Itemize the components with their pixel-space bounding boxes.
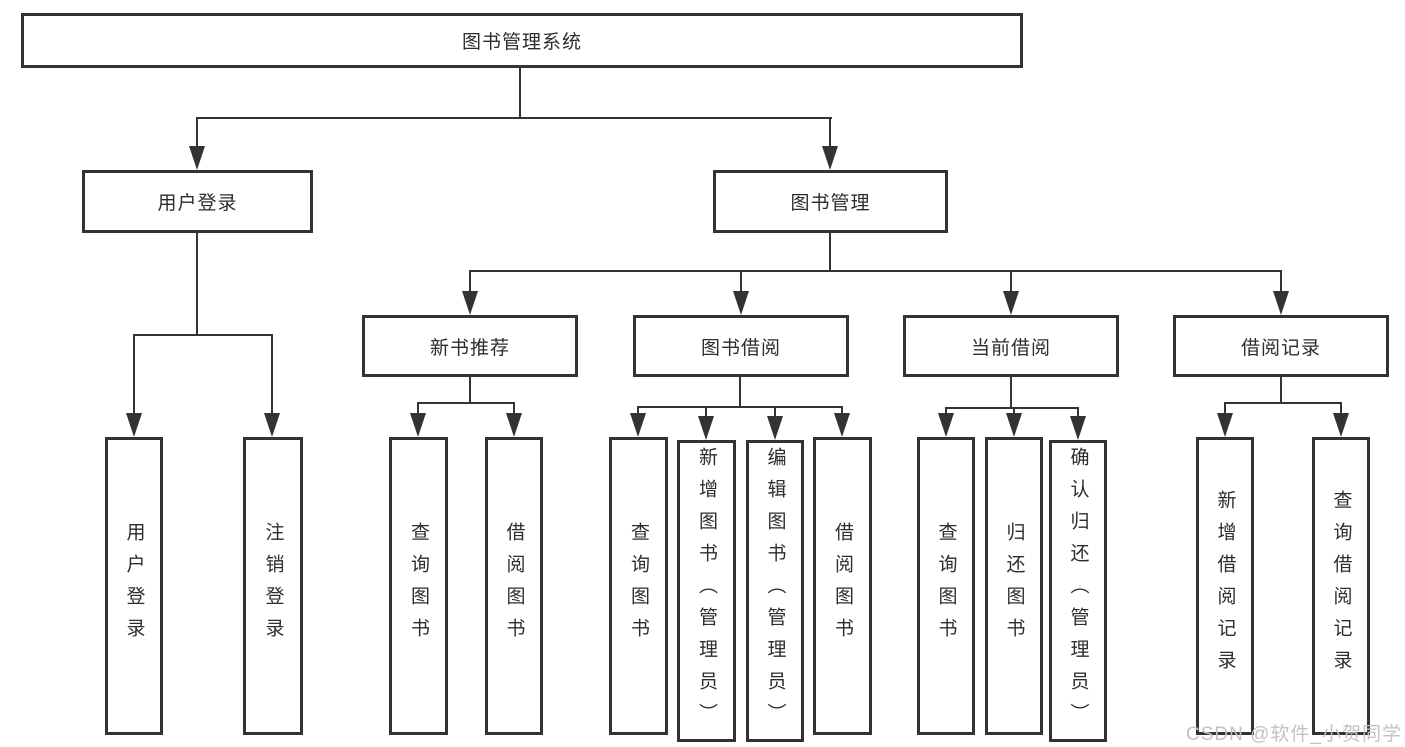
connector-line [196, 117, 832, 119]
connector-line [945, 407, 947, 416]
node-leaf-query-book-3: 查询图书 [917, 437, 975, 735]
connector-line [739, 377, 741, 408]
connector-line [196, 233, 198, 336]
arrow-down-icon [264, 413, 280, 437]
node-label: 用户登录 [157, 193, 238, 214]
node-leaf-query-book-1: 查询图书 [389, 437, 448, 735]
connector-line [469, 270, 1282, 272]
node-leaf-query-borrow-record: 查询借阅记录 [1312, 437, 1370, 735]
connector-line [945, 407, 1079, 409]
node-label: 借阅记录 [1240, 337, 1321, 359]
connector-line [469, 270, 471, 295]
connector-line [1224, 402, 1342, 404]
node-leaf-borrow-book-1: 借阅图书 [485, 437, 543, 735]
node-label: 归还图书 [1003, 522, 1025, 650]
node-book-management: 图书管理 [713, 170, 948, 233]
arrow-down-icon [189, 146, 205, 170]
node-leaf-query-book-2: 查询图书 [609, 437, 668, 735]
arrow-down-icon [733, 291, 749, 315]
connector-line [417, 402, 419, 416]
connector-line [417, 402, 515, 404]
node-label: 编辑图书（管理员） [764, 447, 786, 735]
connector-line [774, 406, 776, 418]
connector-line [829, 117, 831, 151]
node-label: 用户登录 [123, 522, 145, 650]
node-user-login: 用户登录 [82, 170, 313, 233]
connector-line [1224, 402, 1226, 416]
node-leaf-add-borrow-record: 新增借阅记录 [1196, 437, 1254, 735]
node-label: 借阅图书 [832, 522, 853, 650]
arrow-down-icon [1217, 413, 1233, 437]
arrow-down-icon [1333, 413, 1349, 437]
connector-line [513, 402, 515, 416]
connector-line [1340, 402, 1342, 416]
arrow-down-icon [698, 416, 714, 440]
node-current-borrow: 当前借阅 [903, 315, 1119, 377]
arrow-down-icon [822, 146, 838, 170]
node-leaf-confirm-return-admin: 确认归还（管理员） [1049, 440, 1107, 742]
arrow-down-icon [938, 413, 954, 437]
node-label: 图书管理系统 [461, 32, 582, 53]
node-new-book-recommend: 新书推荐 [362, 315, 578, 377]
connector-line [196, 117, 198, 151]
node-leaf-add-book-admin: 新增图书（管理员） [677, 440, 736, 742]
arrow-down-icon [1003, 291, 1019, 315]
node-label: 注销登录 [262, 522, 284, 650]
node-borrow-records: 借阅记录 [1173, 315, 1389, 377]
connector-line [1010, 270, 1012, 295]
node-label: 查询借阅记录 [1330, 490, 1352, 682]
arrow-down-icon [1006, 413, 1022, 437]
node-label: 新增借阅记录 [1214, 490, 1236, 682]
node-leaf-logout: 注销登录 [243, 437, 303, 735]
connector-line [705, 406, 707, 418]
node-label: 图书借阅 [700, 337, 781, 359]
connector-line [133, 334, 135, 416]
arrow-down-icon [834, 413, 850, 437]
node-root: 图书管理系统 [21, 13, 1023, 68]
node-label: 确认归还（管理员） [1067, 447, 1089, 735]
arrow-down-icon [767, 416, 783, 440]
node-label: 借阅图书 [503, 522, 525, 650]
node-label: 查询图书 [935, 522, 957, 650]
connector-line [133, 334, 273, 336]
node-label: 新书推荐 [429, 337, 510, 359]
connector-line [740, 270, 742, 295]
arrow-down-icon [126, 413, 142, 437]
connector-line [271, 334, 273, 416]
arrow-down-icon [630, 413, 646, 437]
node-book-borrow: 图书借阅 [633, 315, 849, 377]
arrow-down-icon [410, 413, 426, 437]
node-leaf-edit-book-admin: 编辑图书（管理员） [746, 440, 804, 742]
node-label: 查询图书 [628, 522, 649, 650]
csdn-watermark: CSDN @软件_小贺同学 [1186, 724, 1402, 745]
connector-line [1013, 407, 1015, 416]
node-leaf-borrow-book-2: 借阅图书 [813, 437, 872, 735]
arrow-down-icon [1070, 416, 1086, 440]
node-leaf-user-login: 用户登录 [105, 437, 163, 735]
connector-line [1280, 270, 1282, 295]
arrow-down-icon [506, 413, 522, 437]
node-label: 新增图书（管理员） [696, 447, 717, 735]
node-label: 当前借阅 [970, 337, 1051, 359]
connector-line [1280, 377, 1282, 404]
arrow-down-icon [462, 291, 478, 315]
connector-line [1077, 407, 1079, 418]
connector-line [637, 406, 639, 416]
node-label: 查询图书 [408, 522, 429, 650]
connector-line [469, 377, 471, 404]
arrow-down-icon [1273, 291, 1289, 315]
connector-line [841, 406, 843, 416]
connector-line [1010, 377, 1012, 409]
connector-line [519, 66, 521, 118]
connector-line [829, 233, 831, 272]
node-leaf-return-book: 归还图书 [985, 437, 1043, 735]
connector-line [637, 406, 843, 408]
node-label: 图书管理 [790, 193, 871, 214]
